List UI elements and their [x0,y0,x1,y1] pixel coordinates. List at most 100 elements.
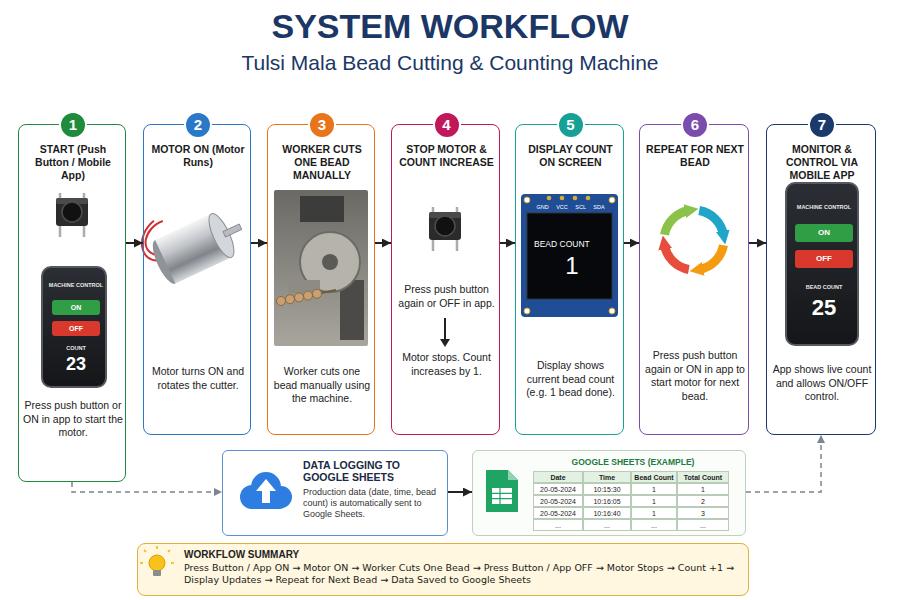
display-count: 1 [534,253,610,279]
step-text: App shows live count and allows ON/OFF c… [771,363,873,404]
step-text: Motor turns ON and rotates the cutter. [148,365,248,392]
phone-screen: ONOFFMACHINE CONTROLBEAD COUNT25 [785,182,859,346]
mount-hole [609,197,615,203]
step-box: 4STOP MOTOR & COUNT INCREASEPress push b… [391,124,500,435]
oled-display: GND VCC SCL SDA BEAD COUNT 1 [522,195,619,318]
header-pin [573,196,578,201]
step-text: Press push button or ON in app to start … [23,399,123,440]
table-cell: 1 [677,483,729,495]
oled-screen [527,213,612,299]
flow-arrow [251,242,267,244]
flow-arrow [375,242,391,244]
step-number: 1 [59,111,87,139]
motor-shaft [223,224,242,237]
display-text: BEAD COUNT [534,239,610,249]
table-cell: ... [631,519,677,531]
flow-arrow [500,242,515,244]
arrow-shaft [444,318,446,340]
cycle-arc [665,245,689,269]
table-cell: Total Count [677,471,729,483]
flow-arrow [624,242,639,244]
table-cell: 20-05-2024 [533,483,583,495]
bead [295,293,304,302]
machine-part [300,196,344,222]
diagram-title: SYSTEM WORKFLOW [0,6,900,46]
header-pin [560,196,565,201]
button-label: ON [52,300,100,315]
step-heading: MONITOR & CONTROL VIA MOBILE APP [771,143,873,182]
arrow-head [440,339,450,347]
table-cell: 10:16:05 [583,495,631,507]
app-button: OFF [52,321,100,336]
flow-arrow [749,242,766,244]
data-logging-box: DATA LOGGING TO GOOGLE SHEETS Production … [222,450,448,536]
app-text: MACHINE CONTROL [789,204,859,211]
oled-board [521,194,618,317]
button-cap [62,202,82,222]
table-cell: 20-05-2024 [533,507,583,519]
app-button: ON [52,300,100,315]
app-button: ON [795,224,853,242]
box-heading: GOOGLE SHEETS (EXAMPLE) [533,457,733,468]
button-label: OFF [795,250,853,268]
step-heading: DISPLAY COUNT ON SCREEN [520,143,621,169]
summary-heading: WORKFLOW SUMMARY [184,549,484,561]
table-cell: ... [583,519,631,531]
step-box: 3WORKER CUTS ONE BEAD MANUALLYWorker cut… [267,124,375,435]
step-number: 7 [808,111,836,139]
subtitle: Tulsi Mala Bead Cutting & Counting Machi… [0,50,900,76]
flow-arrow [746,435,821,492]
cutter-hub [322,254,338,270]
push-button-icon [56,193,88,237]
board [521,194,618,317]
push-button-icon [429,207,461,251]
table-cell: Time [583,471,631,483]
mount-hole [524,197,530,203]
app-text: COUNT [45,345,107,352]
cloud-upload-icon [240,472,292,509]
table-cell: 10:16:40 [583,507,631,519]
machine-photo [274,190,368,346]
table-cell: Date [533,471,583,483]
app-count: 25 [789,296,859,320]
button-label: OFF [52,321,100,336]
button-body [429,212,461,240]
cycle-arc [665,211,689,235]
step-heading: STOP MOTOR & COUNT INCREASE [396,143,497,169]
table-cell: 2 [677,495,729,507]
step-number: 5 [557,111,585,139]
header-pin [586,196,591,201]
step-down-arrow [440,318,450,347]
step-box: ONOFFMACHINE CONTROLBEAD COUNT257MONITOR… [766,124,876,435]
upload-arrow [256,479,276,503]
app-text: MACHINE CONTROL [45,282,107,289]
table-cell: 1 [631,483,677,495]
table-cell: 1 [631,495,677,507]
bead [304,291,313,300]
table-cell: Bead Count [631,471,677,483]
step-box: GND VCC SCL SDABEAD COUNT15DISPLAY COUNT… [515,124,624,435]
flow-arrow [448,491,472,493]
motor-icon [134,189,251,290]
step-text: Worker cuts one bead manually using the … [272,365,372,406]
table-cell: 10:15:30 [583,483,631,495]
button-cap [435,216,455,236]
step-text: Motor stops. Count increases by 1. [396,351,497,378]
cycle-arc [699,245,723,269]
cycle-arc [699,211,723,235]
step-text: Press push button again or OFF in app. [396,283,497,310]
button-label: ON [795,224,853,242]
bead [286,295,295,304]
motor-face [204,210,239,260]
box-text: Production data (date, time, bead count)… [303,487,445,520]
mount-hole [609,308,615,314]
app-button: OFF [795,250,853,268]
step-heading: START (Push Button / Mobile App) [23,143,123,182]
photo-background [274,190,368,346]
step-box: ONOFFMACHINE CONTROLCOUNT231START (Push … [18,124,126,482]
step-heading: REPEAT FOR NEXT BEAD [644,143,746,169]
pin-names: GND VCC SCL SDA [528,204,613,211]
box-heading: DATA LOGGING TO GOOGLE SHEETS [303,459,443,483]
flow-arrow [126,242,143,244]
